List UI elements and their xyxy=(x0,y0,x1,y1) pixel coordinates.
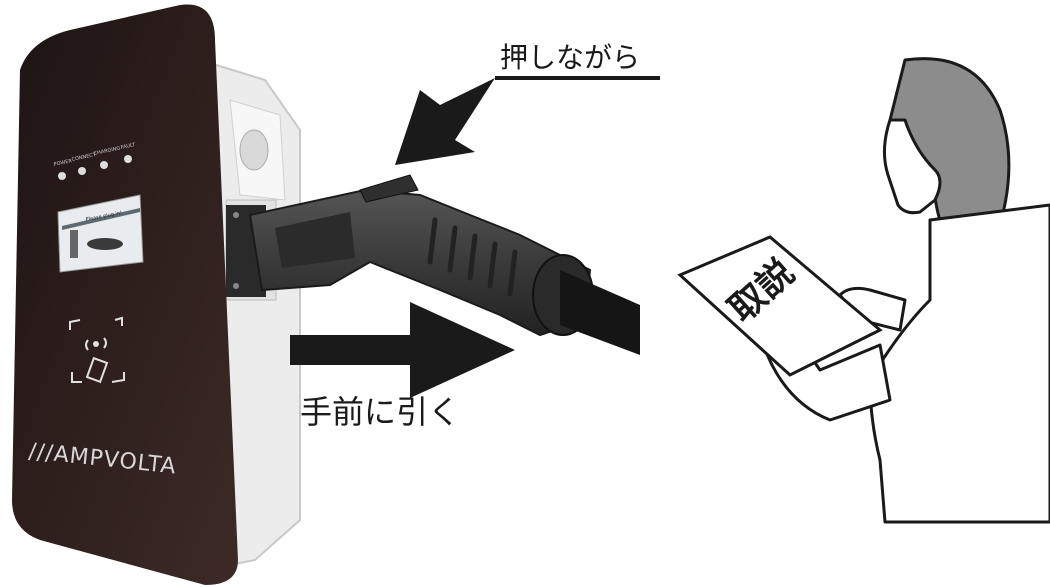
indicator-label: CHARGING xyxy=(93,145,121,157)
indicator-label: CONNECT xyxy=(71,152,97,163)
rfid-reader-icon xyxy=(69,316,125,384)
manual: 取説 xyxy=(677,235,883,377)
push-arrow xyxy=(395,76,660,165)
push-label: 押しながら xyxy=(500,41,641,74)
charger-screen: Please plug in! xyxy=(57,194,144,273)
woman-figure xyxy=(758,57,1050,524)
charging-connector xyxy=(248,174,640,355)
charger-panel: POWER CONNECT CHARGING FAULT Please plug… xyxy=(12,4,238,585)
indicator-label: POWER xyxy=(53,158,73,168)
pull-arrow xyxy=(290,302,515,398)
status-indicators xyxy=(58,155,132,180)
connector-grip-ridges xyxy=(427,217,518,297)
indicator-label: FAULT xyxy=(120,142,137,151)
pull-label: 手前に引く xyxy=(300,393,461,431)
